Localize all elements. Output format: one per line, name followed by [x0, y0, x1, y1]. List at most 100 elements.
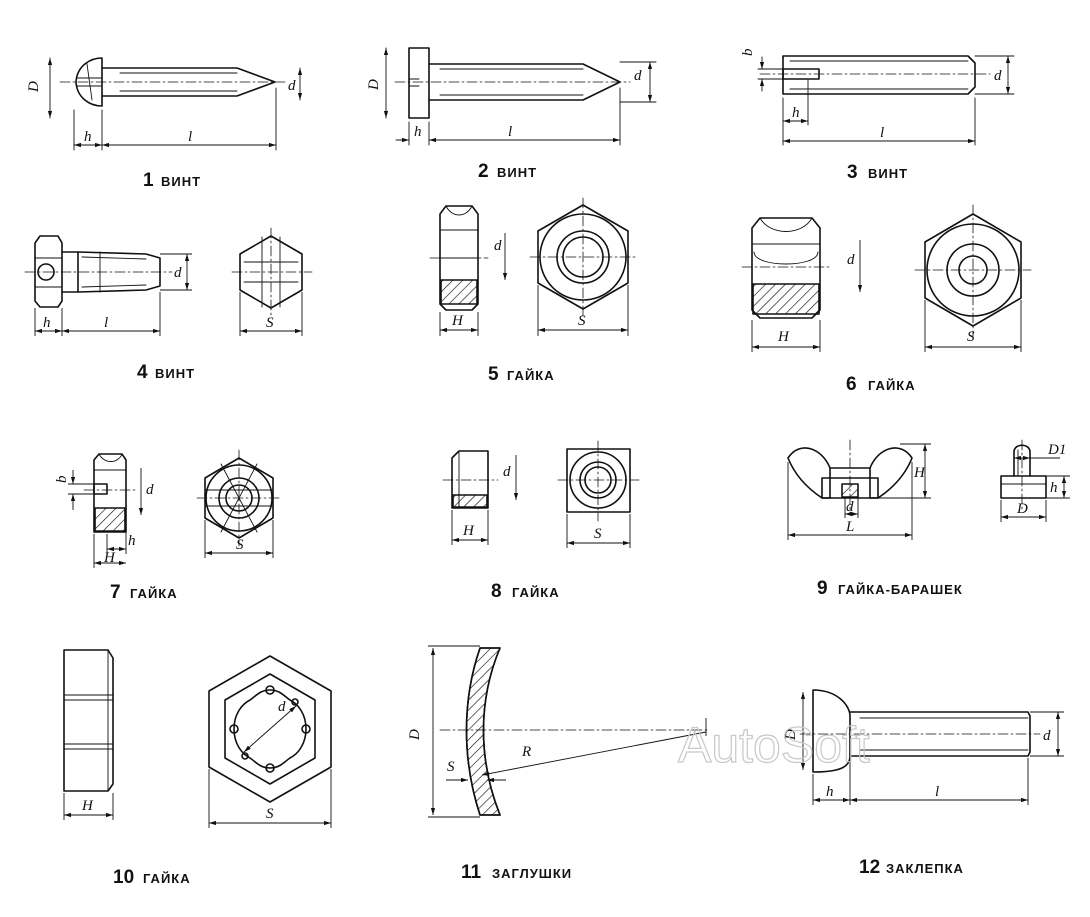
dim-label: l [935, 784, 939, 800]
figure-11-dimensions [428, 645, 707, 818]
caption-number: 12 [859, 857, 880, 878]
dim-label: D [366, 79, 382, 91]
dim-label: l [188, 129, 192, 145]
caption-number: 1 [143, 170, 154, 191]
dim-label: S [266, 315, 274, 331]
figure-4-hex-screw-end [231, 227, 313, 317]
dim-label: L [845, 519, 854, 535]
figure-5-nut-side [429, 205, 489, 311]
dim-label: h [128, 533, 136, 549]
dim-label: S [967, 329, 975, 345]
figure-6-nut-top [914, 204, 1032, 337]
caption-number: 9 [817, 578, 828, 599]
dim-label: d [494, 238, 502, 254]
caption-number: 11 [461, 862, 482, 883]
dim-label: h [826, 784, 834, 800]
dim-label: H [462, 523, 475, 539]
dim-label: H [913, 465, 926, 481]
dim-label: h [792, 105, 800, 121]
dim-label: S [447, 759, 455, 775]
dim-label: h [43, 315, 51, 331]
dim-label: b [54, 475, 70, 483]
dim-label: d [503, 464, 511, 480]
figure-11-plug [439, 647, 711, 816]
figure-8-square-nut-side [442, 450, 499, 509]
figure-10-nut-top [208, 655, 332, 803]
dim-label: D1 [1047, 442, 1066, 458]
dim-label: H [777, 329, 790, 345]
dim-label: b [740, 48, 756, 56]
caption-number: 3 [847, 162, 858, 183]
caption-name: ГАЙКА [130, 586, 178, 601]
caption-name: ВИНТ [155, 366, 195, 381]
caption-name: ВИНТ [868, 166, 908, 181]
caption-number: 2 [478, 161, 489, 182]
dim-label: S [236, 537, 244, 553]
caption-name: ГАЙКА-БАРАШЕК [838, 582, 963, 597]
figure-7-dimensions [68, 468, 274, 568]
caption-name: ВИНТ [497, 165, 537, 180]
dim-label: l [104, 315, 108, 331]
caption-name: ВИНТ [161, 174, 201, 189]
figure-6-nut-side [741, 217, 831, 319]
figure-10-nut-side [63, 649, 114, 792]
figure-7-castle-nut-top [196, 449, 282, 547]
figure-8-square-nut-top [557, 440, 640, 522]
dim-label: h [84, 129, 92, 145]
dim-label: R [521, 744, 531, 760]
caption-name: ГАЙКА [143, 871, 191, 886]
dim-label: l [508, 124, 512, 140]
figure-9-wing-nut-side [1000, 439, 1047, 511]
dim-label: D [1016, 501, 1028, 517]
figure-4-hex-screw-side [24, 235, 173, 308]
dim-label: D [783, 729, 799, 741]
figure-5-dimensions [439, 233, 629, 336]
caption-name: ЗАГЛУШКИ [492, 866, 572, 881]
figure-9-dimensions [787, 443, 1070, 540]
caption-number: 8 [491, 581, 502, 602]
dim-label: H [103, 550, 116, 566]
figure-3-set-screw [757, 55, 1015, 146]
figure-7-castle-nut-side [83, 453, 137, 533]
figure-9-wing-nut-front [787, 439, 913, 516]
figure-4-dimensions [34, 253, 303, 336]
dim-label: S [594, 526, 602, 542]
dim-label: d [174, 265, 182, 281]
dim-label: d [146, 482, 154, 498]
caption-number: 4 [137, 362, 148, 383]
dim-label: d [847, 252, 855, 268]
dim-label: H [81, 798, 94, 814]
dim-label: D [407, 729, 423, 741]
dim-label: d [278, 699, 286, 715]
dim-label: d [846, 499, 854, 515]
dim-label: D [26, 81, 42, 93]
figure-6-dimensions [751, 240, 1022, 352]
dim-label: S [578, 313, 586, 329]
figure-12-rivet [799, 689, 1041, 773]
dim-label: H [451, 313, 464, 329]
caption-name: ГАЙКА [868, 378, 916, 393]
dim-label: d [634, 68, 642, 84]
figure-8-dimensions [451, 455, 631, 548]
dim-label: d [1043, 728, 1051, 744]
dim-label: h [1050, 480, 1058, 496]
dim-label: h [414, 124, 422, 140]
dim-label: d [288, 78, 296, 94]
caption-number: 5 [488, 364, 499, 385]
caption-name: ГАЙКА [512, 585, 560, 600]
dim-label: S [266, 806, 274, 822]
caption-number: 7 [110, 582, 121, 603]
caption-number: 10 [113, 867, 134, 888]
caption-name: ЗАКЛЕПКА [886, 861, 964, 876]
caption-name: ГАЙКА [507, 368, 555, 383]
figure-2-screw [383, 47, 657, 146]
figure-12-dimensions [800, 692, 1064, 805]
figure-1-screw [47, 57, 303, 151]
figure-10-dimensions [63, 769, 332, 828]
dim-label: d [994, 68, 1002, 84]
figure-5-nut-top [529, 197, 637, 317]
caption-number: 6 [846, 374, 857, 395]
dim-label: l [880, 125, 884, 141]
watermark: AutoSoft [678, 717, 870, 773]
